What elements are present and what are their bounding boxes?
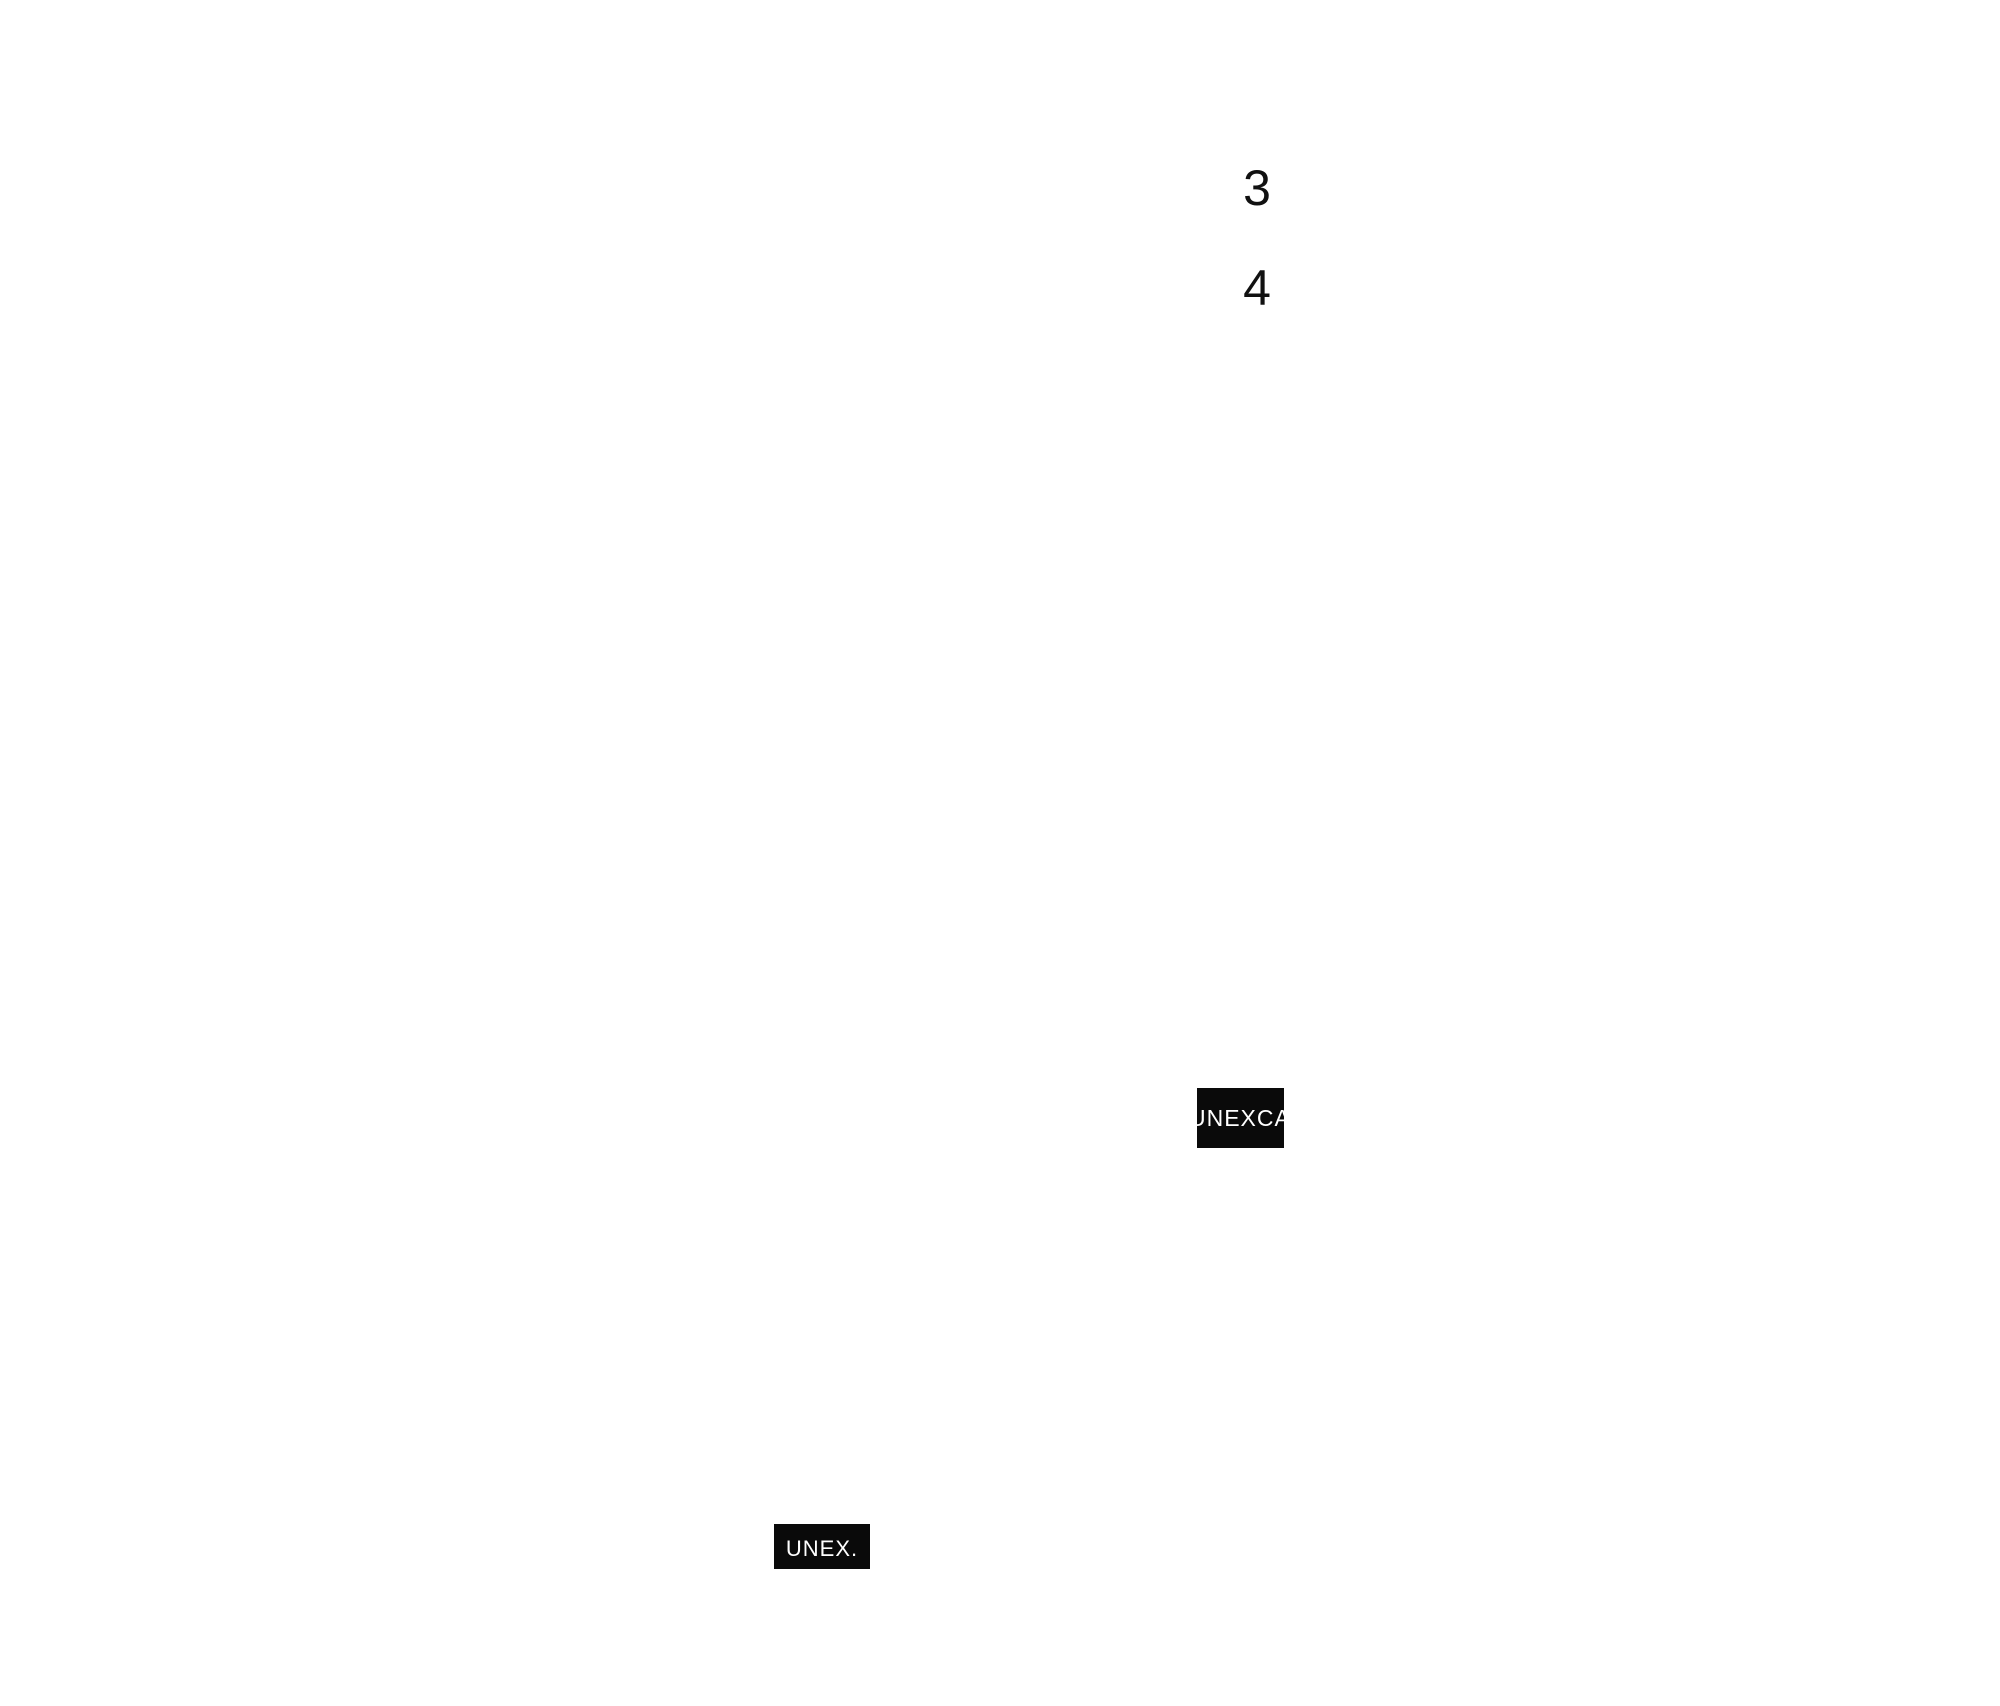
unexcavated-tag-text: UNEXCAVATED <box>1197 1105 1284 1131</box>
label-number-3: 3 <box>1243 160 1271 216</box>
unexcavated-tag: UNEXCAVATED <box>1197 1088 1284 1148</box>
label-number-4: 4 <box>1243 260 1271 316</box>
unex-tag: UNEX. <box>774 1524 870 1569</box>
